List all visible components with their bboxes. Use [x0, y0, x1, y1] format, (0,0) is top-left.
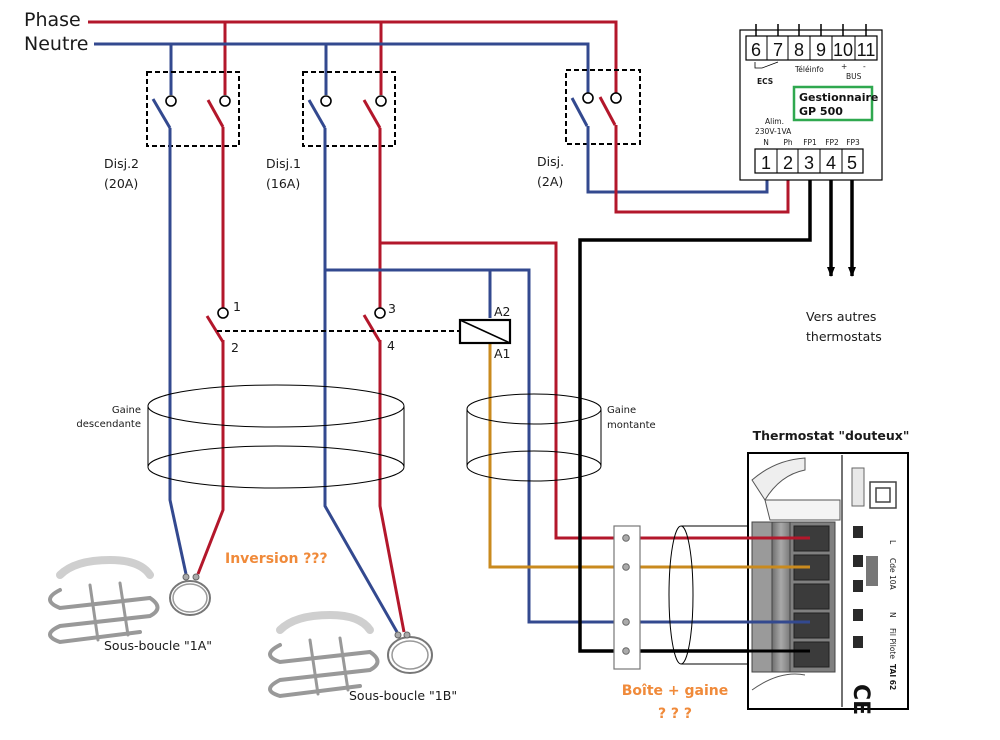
loop-1a-terminal-n [182, 573, 190, 581]
duct-up-label-1: Gaine [607, 405, 636, 416]
gp500-module [739, 24, 883, 181]
gp500-terminal-5: 5 [847, 153, 857, 173]
gp500-terminal-10: 10 [833, 40, 853, 60]
heating-loop-1b-icon [268, 610, 433, 699]
duct-up-label-2: montante [607, 420, 656, 431]
loop-1b-terminal-ph [403, 631, 411, 639]
thermostat-model: TAI 62 [888, 664, 897, 690]
gp500-terminal-3: 3 [804, 153, 814, 173]
gp500-terminal-11: 11 [857, 40, 876, 60]
duct-up [466, 393, 602, 482]
loop-1a-label: Sous-boucle "1A" [104, 638, 212, 653]
breaker-disj2-rating: (20A) [104, 176, 138, 191]
breaker-disj1-name: Disj.1 [266, 156, 301, 171]
gp500-terminal-1: 1 [761, 153, 771, 173]
gp500-terminal-7: 7 [773, 40, 783, 60]
breaker-disj1 [302, 71, 396, 147]
duct-down [147, 384, 405, 489]
breaker-disj-2a-name: Disj. [537, 154, 564, 169]
gp500-label-fp3: FP3 [846, 138, 860, 147]
gp500-teleinfo-label: Téléinfo [794, 65, 824, 74]
gp500-bus-plus: + [841, 62, 847, 71]
thermostat-device [747, 452, 909, 710]
breaker-disj2-name: Disj.2 [104, 156, 139, 171]
breaker-disj2 [146, 71, 240, 147]
gp500-power-label-2: 230V-1VA [755, 127, 792, 136]
coil-a1-label: A1 [494, 346, 511, 361]
loop-1a-terminal-ph [192, 573, 200, 581]
contact-3-label: 3 [388, 301, 396, 316]
gp500-phase-wire [614, 125, 790, 214]
contactor [205, 307, 512, 345]
box-annotation-line2: ? ? ? [658, 706, 692, 722]
other-thermostats-line1: Vers autres [806, 309, 876, 324]
loop-1b-wires [323, 128, 406, 633]
cable-sleeve [668, 525, 752, 665]
duct-down-label-2: descendante [76, 419, 141, 430]
gp500-terminal-2: 2 [783, 153, 793, 173]
gp500-terminal-9: 9 [816, 40, 826, 60]
gp500-label-n: N [763, 138, 769, 147]
gp500-power-label-1: Alim. [765, 117, 784, 126]
loop-1b-label: Sous-boucle "1B" [349, 688, 457, 703]
coil-a1-pilot-wire [488, 344, 810, 569]
other-thermostats-line2: thermostats [806, 329, 882, 344]
neutral-label: Neutre [24, 33, 88, 55]
phase-label: Phase [24, 9, 81, 31]
inversion-annotation: Inversion ??? [225, 551, 328, 567]
breaker-disj1-rating: (16A) [266, 176, 300, 191]
coil-a2-label: A2 [494, 304, 511, 319]
gp500-bus-minus: - [863, 62, 866, 71]
thermostat-phase-wire [380, 241, 810, 540]
gp500-terminal-4: 4 [826, 153, 836, 173]
gp500-terminal-6: 6 [751, 40, 761, 60]
gp500-label-fp2: FP2 [825, 138, 839, 147]
phase-bus [88, 20, 618, 95]
gp500-bus-label: BUS [846, 72, 862, 81]
thermostat-label-fp: Fil Pilote [888, 628, 897, 659]
box-annotation-line1: Boîte + gaine [622, 683, 728, 699]
gp500-label-fp1: FP1 [803, 138, 817, 147]
thermostat-label-cde: Cde 10A [888, 558, 897, 591]
gp500-neutral-wire [586, 126, 769, 194]
neutral-branch-wire [325, 268, 810, 624]
contact-2-label: 2 [231, 340, 239, 355]
ce-mark-icon: CE [848, 684, 873, 715]
gp500-label-ph: Ph [783, 138, 793, 147]
neutral-bus [94, 42, 590, 95]
gp500-ecs-label: ECS [757, 77, 773, 86]
contact-1-label: 1 [233, 299, 241, 314]
contact-4-label: 4 [387, 338, 395, 353]
breaker-disj-2a-rating: (2A) [537, 174, 563, 189]
junction-box [613, 525, 641, 670]
heating-loop-1a-icon [48, 555, 211, 645]
gp500-title-line1: Gestionnaire [799, 91, 878, 104]
thermostat-title: Thermostat "douteux" [753, 428, 910, 443]
fp1-signal-wire [578, 178, 812, 653]
gp500-title-line2: GP 500 [799, 105, 843, 118]
thermostat-label-n: N [888, 612, 897, 618]
gp500-terminal-8: 8 [794, 40, 804, 60]
loop-1b-terminal-n [394, 631, 402, 639]
thermostat-label-l: L [888, 540, 897, 545]
breaker-disj-2a [565, 69, 641, 145]
loop-1a-wires [168, 128, 225, 575]
duct-down-label-1: Gaine [112, 405, 141, 416]
